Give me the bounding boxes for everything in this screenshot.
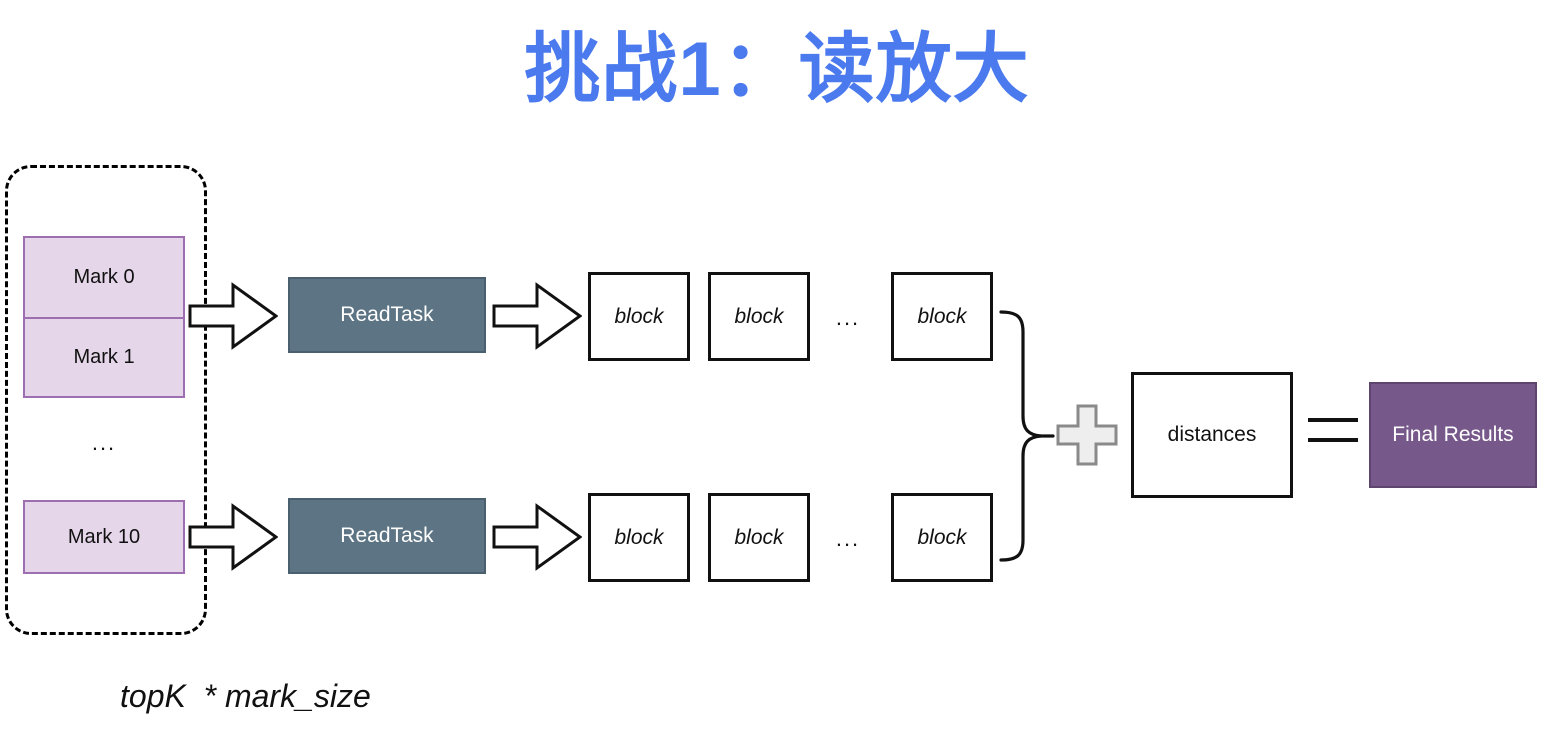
plus-icon [1056,404,1118,466]
arrow-right-icon-marks-to-readtask-1 [188,282,278,350]
distances-box: distances [1131,372,1293,498]
mark-stack: Mark 0 Mark 1 [23,236,185,398]
mark-group-container [5,165,207,635]
readtask-label-1: ReadTask [340,303,434,326]
block-label-2-2: block [734,525,784,549]
page-title: 挑战1：读放大 [524,27,1030,112]
block-label-2-1: block [614,525,664,549]
arrow-right-icon-readtask-to-blocks-1 [492,282,582,350]
curly-brace-icon [999,310,1055,562]
equals-bar-bottom [1308,438,1358,442]
readtask-box-2: ReadTask [288,498,486,574]
arrow-right-icon-readtask-to-blocks-2 [492,503,582,571]
block-label-1-last: block [917,304,967,328]
arrow-right-icon-marks-to-readtask-2 [188,503,278,571]
final-results-label: Final Results [1392,423,1514,446]
block-label-1-2: block [734,304,784,328]
blocks-ellipsis-2: ... [835,526,861,551]
distances-label: distances [1167,423,1257,446]
block-box-1-2: block [708,272,810,361]
mark-cell-0: Mark 0 [73,266,135,288]
block-label-2-last: block [917,525,967,549]
mark-cell-10: Mark 10 [23,500,185,574]
equals-icon [1308,418,1358,452]
equals-bar-top [1308,418,1358,422]
block-box-2-last: block [891,493,993,582]
block-box-2-1: block [588,493,690,582]
block-label-1-1: block [614,304,664,328]
readtask-label-2: ReadTask [340,524,434,547]
formula-caption: topK * mark_size [120,678,371,714]
readtask-box-1: ReadTask [288,277,486,353]
mark-cell-1: Mark 1 [25,317,183,396]
mark-list-ellipsis: ... [91,430,117,455]
blocks-ellipsis-1: ... [835,305,861,330]
final-results-box: Final Results [1369,382,1537,488]
block-box-1-last: block [891,272,993,361]
block-box-1-1: block [588,272,690,361]
block-box-2-2: block [708,493,810,582]
